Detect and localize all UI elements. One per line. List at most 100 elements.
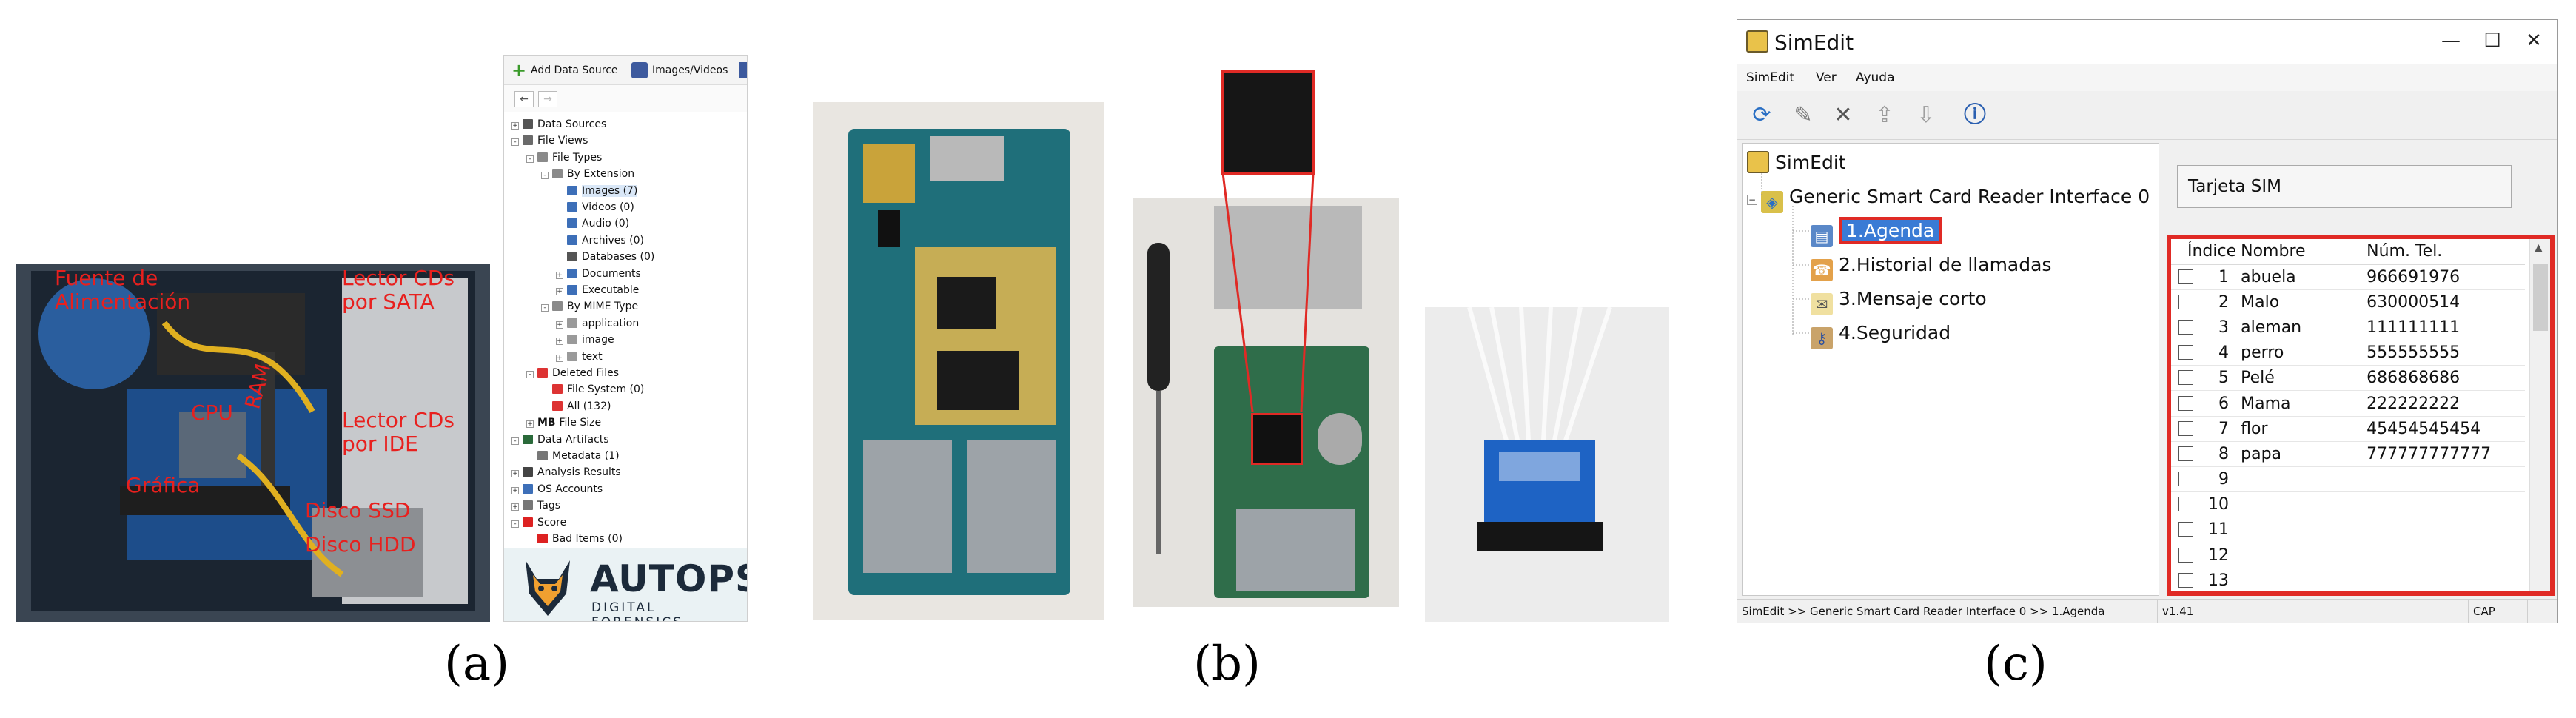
- tree-item-text[interactable]: +text: [556, 349, 603, 365]
- tree-item-agenda[interactable]: ▤1.Agenda: [1811, 217, 1942, 247]
- tree-item-by-extension[interactable]: -By Extension: [541, 166, 634, 182]
- refresh-icon[interactable]: ⟳: [1752, 102, 1771, 128]
- expand-toggle-icon[interactable]: +: [556, 338, 563, 346]
- row-phone[interactable]: 222222222: [2362, 390, 2526, 417]
- menu-simedit[interactable]: SimEdit: [1746, 70, 1794, 85]
- tree-item-file-system-0[interactable]: File System (0): [541, 381, 644, 397]
- row-phone[interactable]: [2362, 543, 2526, 568]
- images-videos-icon[interactable]: [631, 62, 648, 78]
- tree-item-images-7[interactable]: Images (7): [556, 183, 638, 199]
- minimize-button[interactable]: —: [2441, 30, 2461, 52]
- collapse-toggle-icon[interactable]: -: [511, 138, 519, 147]
- row-checkbox[interactable]: [2178, 370, 2193, 386]
- row-phone[interactable]: [2362, 568, 2526, 591]
- expand-toggle-icon[interactable]: +: [511, 470, 519, 478]
- tree-item-score[interactable]: -Score: [511, 514, 566, 531]
- row-phone[interactable]: 777777777777: [2362, 441, 2526, 468]
- back-arrow-icon[interactable]: ←: [514, 91, 534, 107]
- tree-item-databases-0[interactable]: Databases (0): [556, 249, 654, 265]
- row-checkbox[interactable]: [2178, 572, 2193, 588]
- table-row[interactable]: 9: [2171, 466, 2526, 493]
- delete-icon[interactable]: ✕: [1834, 102, 1853, 128]
- row-name[interactable]: Malo: [2236, 289, 2363, 315]
- row-name[interactable]: [2236, 491, 2363, 518]
- tree-item-videos-0[interactable]: Videos (0): [556, 199, 634, 215]
- expand-toggle-icon[interactable]: +: [511, 503, 519, 511]
- tree-reader[interactable]: −◈Generic Smart Card Reader Interface 0: [1747, 184, 2150, 213]
- row-checkbox[interactable]: [2178, 522, 2193, 537]
- row-checkbox[interactable]: [2178, 345, 2193, 360]
- row-checkbox[interactable]: [2178, 269, 2193, 284]
- row-checkbox[interactable]: [2178, 547, 2193, 563]
- row-name[interactable]: Pelé: [2236, 365, 2363, 392]
- import-icon[interactable]: ⇩: [1916, 102, 1936, 128]
- collapse-toggle-icon[interactable]: -: [541, 172, 549, 180]
- row-name[interactable]: Mama: [2236, 390, 2363, 417]
- row-name[interactable]: flor: [2236, 416, 2363, 442]
- tree-item-mensaje[interactable]: ✉3.Mensaje corto: [1811, 286, 1987, 315]
- row-name[interactable]: [2236, 466, 2363, 493]
- row-phone[interactable]: [2362, 517, 2526, 543]
- tree-item-analysis-results[interactable]: +Analysis Results: [511, 464, 621, 480]
- tree-item-os-accounts[interactable]: +OS Accounts: [511, 481, 603, 497]
- row-phone[interactable]: 45454545454: [2362, 416, 2526, 442]
- close-button[interactable]: ✕: [2526, 30, 2542, 52]
- forward-arrow-icon[interactable]: →: [538, 91, 557, 107]
- info-icon[interactable]: ⓘ: [1964, 102, 1986, 128]
- row-name[interactable]: [2236, 543, 2363, 568]
- table-scrollbar[interactable]: ▲: [2529, 239, 2550, 591]
- tree-item-metadata-1[interactable]: Metadata (1): [526, 448, 620, 464]
- column-header-index[interactable]: Índice: [2171, 239, 2237, 265]
- row-name[interactable]: abuela: [2236, 264, 2363, 290]
- row-phone[interactable]: 111111111: [2362, 315, 2526, 341]
- row-name[interactable]: aleman: [2236, 315, 2363, 341]
- tree-item-executable[interactable]: +Executable: [556, 282, 639, 298]
- collapse-toggle-icon[interactable]: −: [1747, 195, 1757, 205]
- tree-item-tags[interactable]: +Tags: [511, 497, 560, 514]
- expand-toggle-icon[interactable]: +: [556, 288, 563, 295]
- row-checkbox[interactable]: [2178, 319, 2193, 335]
- row-checkbox[interactable]: [2178, 395, 2193, 411]
- column-header-phone[interactable]: Núm. Tel.: [2362, 239, 2526, 265]
- row-phone[interactable]: 686868686: [2362, 365, 2526, 392]
- tree-item-file-types[interactable]: -File Types: [526, 150, 602, 166]
- tree-item-seguridad[interactable]: ⚷4.Seguridad: [1811, 320, 1951, 349]
- tree-item-image[interactable]: +image: [556, 332, 614, 348]
- row-phone[interactable]: 966691976: [2362, 264, 2526, 290]
- scroll-thumb[interactable]: [2533, 264, 2548, 331]
- collapse-toggle-icon[interactable]: -: [541, 304, 549, 312]
- table-row[interactable]: 10: [2171, 491, 2526, 518]
- row-phone[interactable]: [2362, 491, 2526, 518]
- tree-item-file-views[interactable]: -File Views: [511, 132, 588, 149]
- row-name[interactable]: perro: [2236, 340, 2363, 366]
- row-checkbox[interactable]: [2178, 446, 2193, 461]
- collapse-toggle-icon[interactable]: -: [526, 371, 534, 378]
- edit-icon[interactable]: ✎: [1794, 102, 1813, 128]
- tree-item-archives-0[interactable]: Archives (0): [556, 232, 644, 249]
- collapse-toggle-icon[interactable]: -: [511, 437, 519, 445]
- tree-root[interactable]: SimEdit: [1747, 150, 1846, 176]
- tree-item-application[interactable]: +application: [556, 315, 639, 332]
- menu-ayuda[interactable]: Ayuda: [1856, 70, 1895, 85]
- row-name[interactable]: [2236, 517, 2363, 543]
- row-checkbox[interactable]: [2178, 497, 2193, 512]
- table-row[interactable]: 12: [2171, 543, 2526, 568]
- row-phone[interactable]: 555555555: [2362, 340, 2526, 366]
- row-checkbox[interactable]: [2178, 294, 2193, 309]
- tree-item-file-size[interactable]: +MB File Size: [526, 415, 601, 431]
- maximize-button[interactable]: ☐: [2483, 30, 2501, 52]
- expand-toggle-icon[interactable]: +: [511, 122, 519, 130]
- scroll-up-icon[interactable]: ▲: [2535, 242, 2543, 254]
- row-phone[interactable]: 630000514: [2362, 289, 2526, 315]
- tree-item-historial[interactable]: ☎2.Historial de llamadas: [1811, 252, 2051, 281]
- images-videos-button[interactable]: Images/Videos: [652, 64, 728, 76]
- row-phone[interactable]: [2362, 466, 2526, 493]
- tree-item-all-132[interactable]: All (132): [541, 398, 611, 415]
- row-checkbox[interactable]: [2178, 420, 2193, 436]
